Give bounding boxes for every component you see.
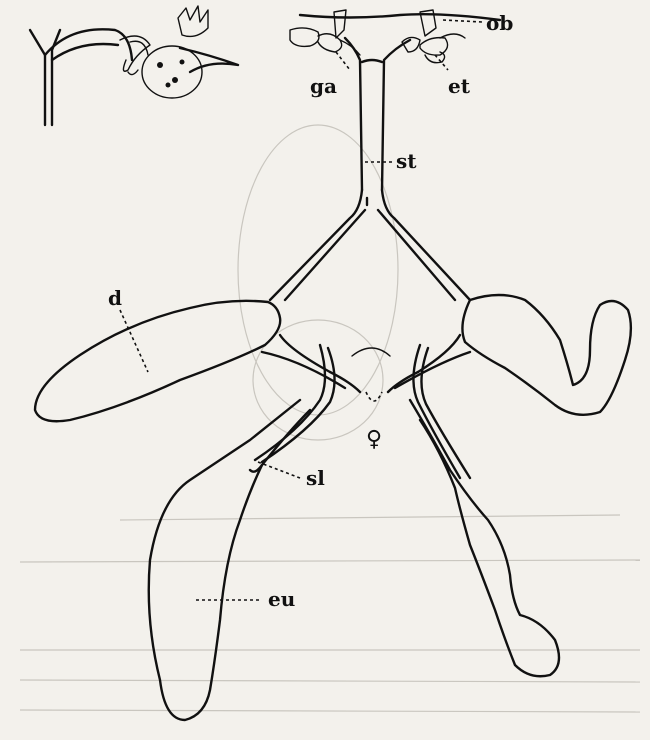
bleed-through [20, 125, 640, 712]
ob-structures [334, 10, 436, 38]
body-wall [300, 14, 500, 20]
right-upper-lobe [462, 295, 630, 415]
et-gland [402, 34, 465, 63]
duct-junction [362, 60, 382, 62]
leader-d [120, 310, 148, 372]
leader-sl [258, 462, 300, 478]
female-symbol: ♀ [366, 426, 382, 452]
leader-ga [336, 52, 350, 70]
right-duct-2 [421, 348, 470, 478]
label-eu: eu [268, 587, 295, 611]
leader-ob [443, 20, 482, 22]
stalk-right-branch [382, 190, 470, 300]
diamond-lower-right [418, 335, 460, 372]
left-upper-duct [345, 38, 362, 190]
label-d: d [108, 286, 122, 310]
inset-drawing [30, 6, 238, 125]
right-connector [395, 352, 470, 388]
label-sl: sl [306, 466, 325, 490]
stalk-left-branch [270, 190, 362, 300]
label-ga: ga [310, 74, 337, 98]
eu-left-lobe [149, 400, 310, 720]
label-ob: ob [486, 11, 513, 35]
centre-arc [352, 348, 390, 356]
label-st: st [396, 149, 417, 173]
label-et: et [448, 74, 471, 98]
stalk-right-inner [378, 210, 455, 300]
stalk-left-inner [285, 210, 365, 300]
right-lower-lobe [410, 400, 559, 676]
d-left-lobe [35, 301, 280, 421]
